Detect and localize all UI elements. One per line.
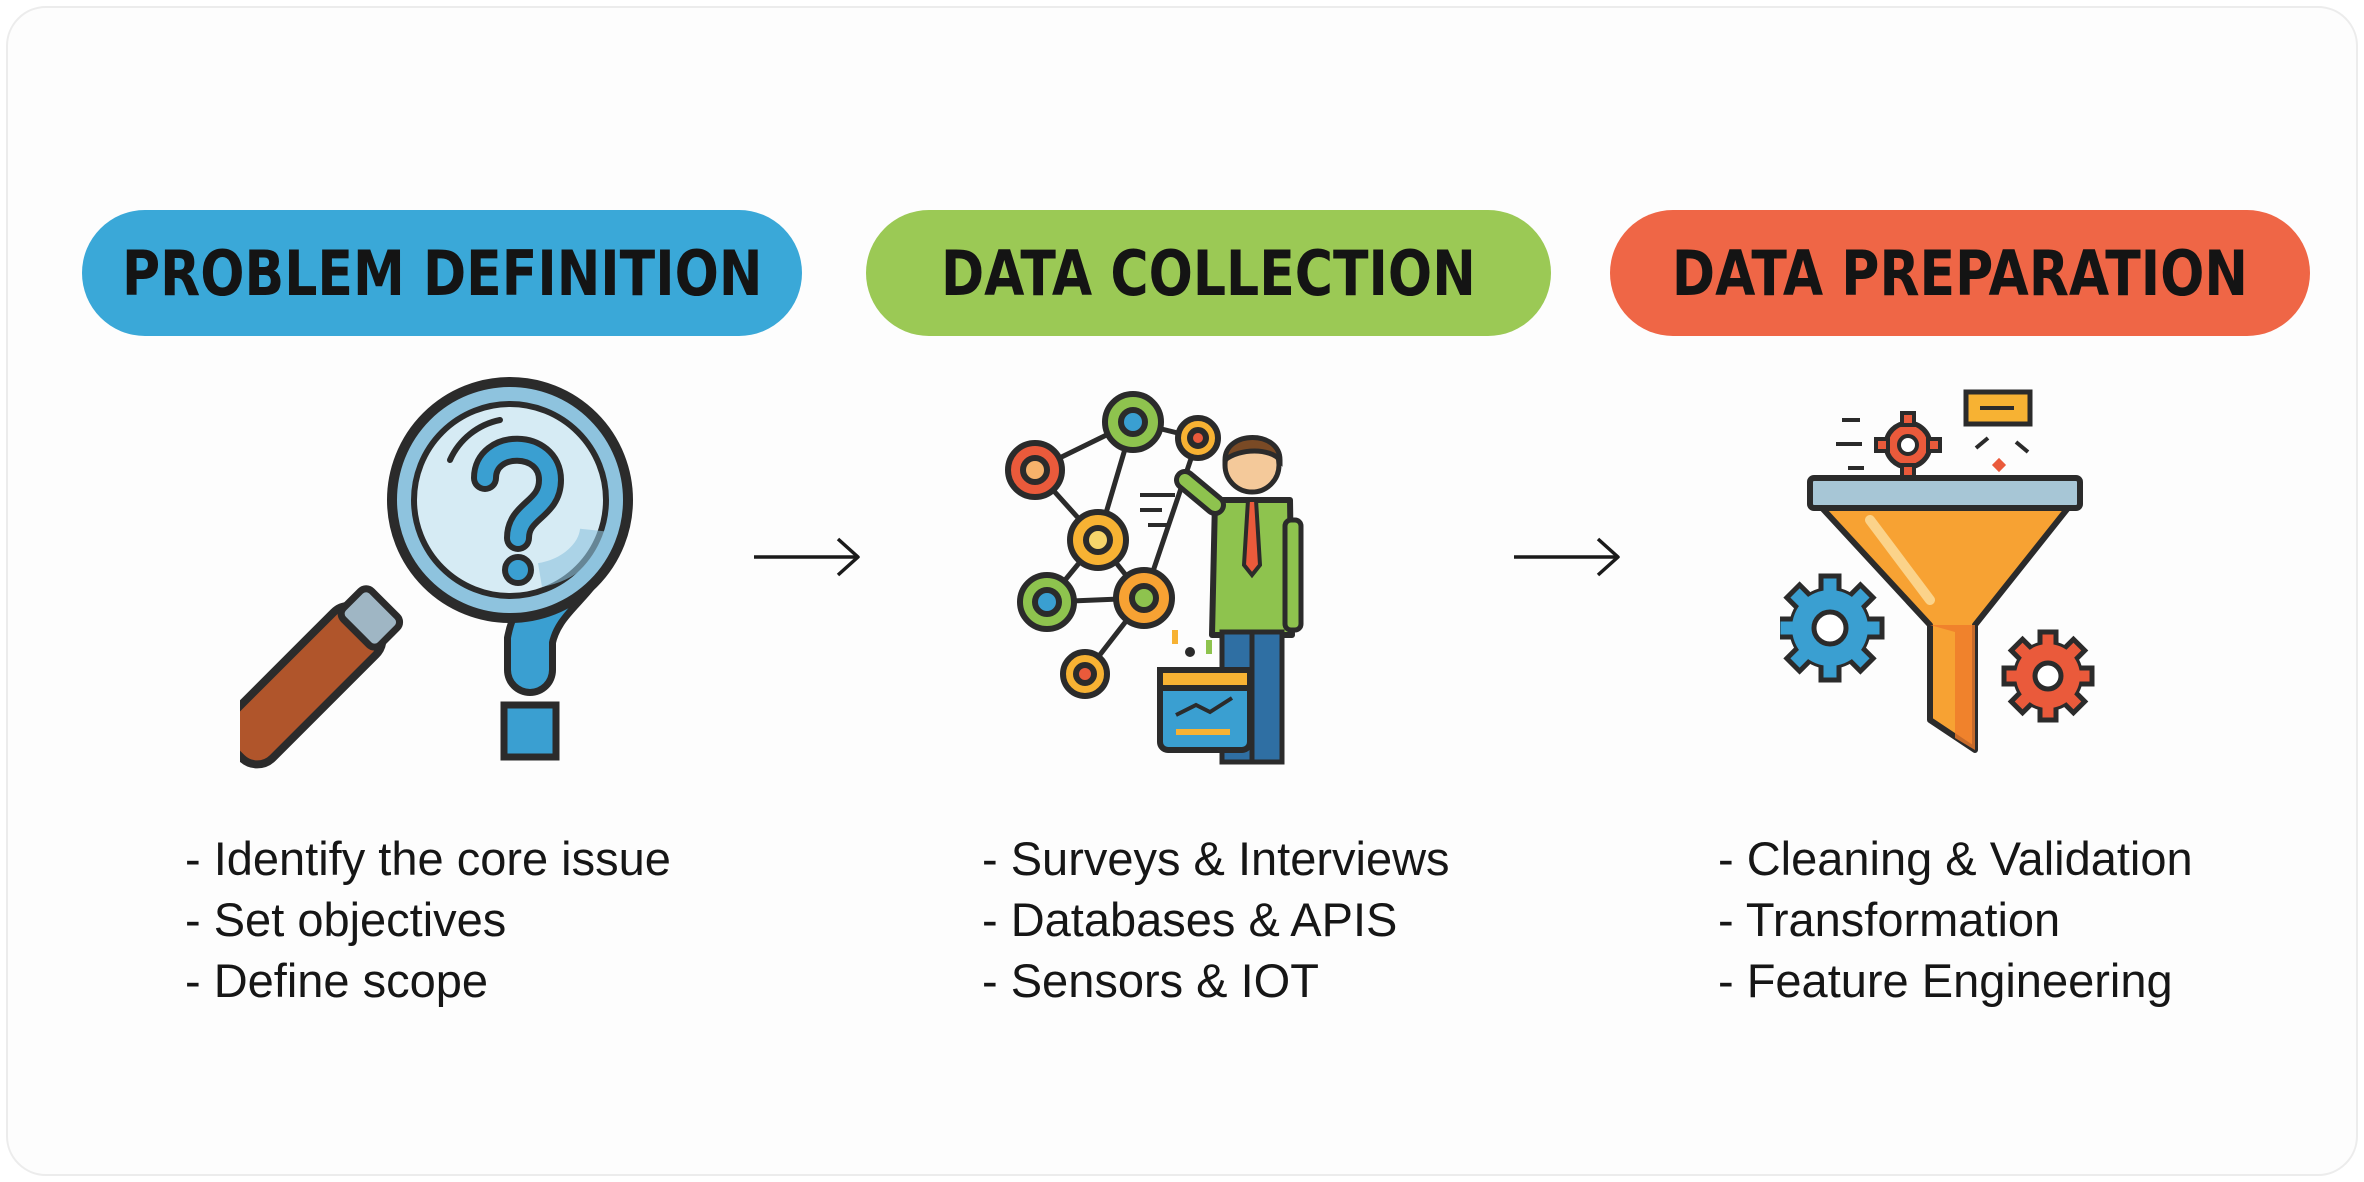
list-item: - Cleaning & Validation	[1718, 832, 2193, 885]
list-item: - Feature Engineering	[1718, 954, 2173, 1007]
stage-data-preparation: DATA PREPARATION	[1610, 0, 2340, 1007]
stage-title: PROBLEM DEFINITION	[121, 236, 763, 310]
arrow-right-icon	[754, 537, 860, 577]
stage-title: DATA PREPARATION	[1671, 236, 2249, 310]
funnel-gears-icon	[1780, 389, 2095, 753]
bullet-list: - Identify the core issue - Set objectiv…	[185, 828, 671, 1011]
bullet-list: - Surveys & Interviews - Databases & API…	[982, 828, 1450, 1011]
list-item: - Surveys & Interviews	[982, 832, 1450, 885]
stage-problem-definition: PROBLEM DEFINITION - Identify the core i…	[60, 0, 802, 1007]
network-person-icon	[1005, 391, 1304, 765]
stage-data-collection: DATA COLLECTION	[850, 0, 1580, 1007]
list-item: - Transformation	[1718, 893, 2061, 946]
list-item: - Set objectives	[185, 893, 507, 946]
stage-banner: DATA COLLECTION	[866, 210, 1551, 336]
arrow-right-icon	[1514, 537, 1620, 577]
list-item: - Define scope	[185, 954, 489, 1007]
stage-banner: DATA PREPARATION	[1610, 210, 2310, 336]
stage-banner: PROBLEM DEFINITION	[82, 210, 802, 336]
magnifier-question-icon	[240, 377, 633, 769]
list-item: - Sensors & IOT	[982, 954, 1319, 1007]
list-item: - Databases & APIS	[982, 893, 1398, 946]
list-item: - Identify the core issue	[185, 832, 671, 885]
bullet-list: - Cleaning & Validation - Transformation…	[1718, 828, 2193, 1011]
stage-title: DATA COLLECTION	[941, 236, 1476, 310]
